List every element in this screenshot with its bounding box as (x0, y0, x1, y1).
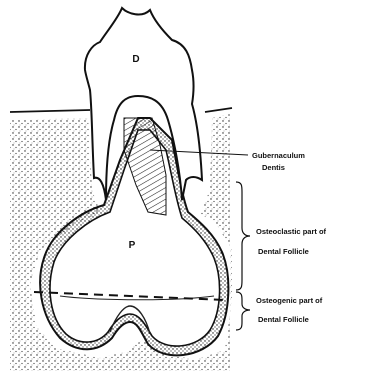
osteogenic-label-line2: Dental Follicle (258, 315, 309, 324)
gingiva-line (10, 108, 232, 112)
gubernaculum-label-line2: Dentis (262, 163, 285, 172)
osteoclastic-label-line1: Osteoclastic part of (256, 227, 327, 236)
osteogenic-brace (236, 292, 250, 330)
osteoclastic-label-line2: Dental Follicle (258, 247, 309, 256)
crown-letter: D (132, 54, 139, 65)
osteoclastic-brace (236, 182, 250, 290)
gubernaculum-label-line1: Gubernaculum (252, 151, 305, 160)
osteogenic-label-line1: Osteogenic part of (256, 296, 323, 305)
follicle-letter: P (129, 240, 136, 251)
